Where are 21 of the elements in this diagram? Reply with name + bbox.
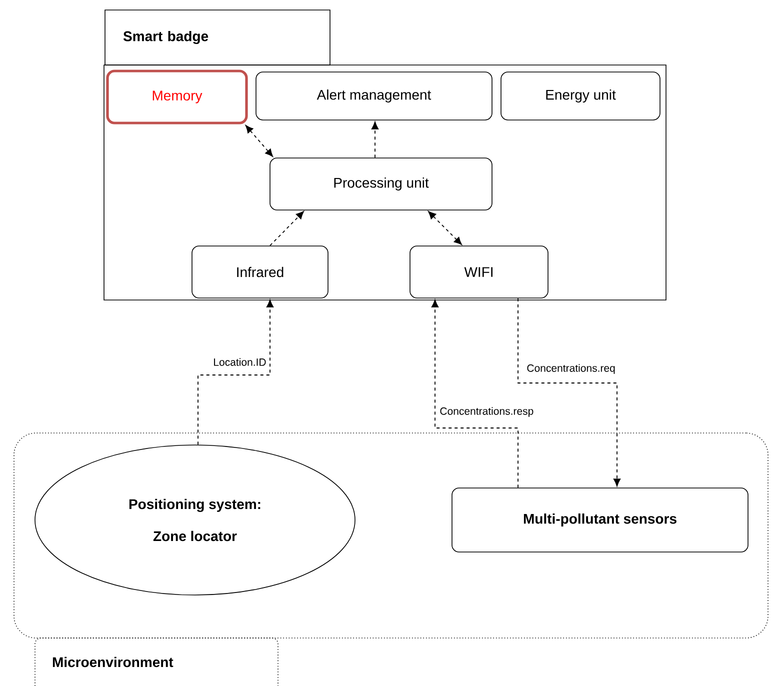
edge-label: Concentrations.resp <box>438 406 536 418</box>
arrow <box>518 298 621 486</box>
process-box: Memory <box>106 70 248 124</box>
process-box: Infrared <box>192 246 328 298</box>
arrow <box>371 122 379 158</box>
arrow <box>245 125 274 157</box>
arrow <box>198 300 274 446</box>
edge-label: Concentrations.req <box>525 362 617 376</box>
process-box: Alert management <box>256 72 492 120</box>
arrow <box>270 211 304 246</box>
arrow <box>431 300 518 488</box>
device-panel <box>104 64 666 300</box>
arrow <box>428 211 462 245</box>
heading-tab: Smart badge <box>104 10 330 66</box>
sensor-box: Multi-pollutant sensors <box>452 488 748 552</box>
process-box: Energy unit <box>500 72 660 120</box>
heading-tab: Microenvironment <box>34 638 278 686</box>
process-box: WIFI <box>410 246 548 298</box>
process-box: Processing unit <box>270 158 492 210</box>
environment-zone <box>14 432 768 638</box>
edge-label: Location.ID <box>212 356 268 368</box>
